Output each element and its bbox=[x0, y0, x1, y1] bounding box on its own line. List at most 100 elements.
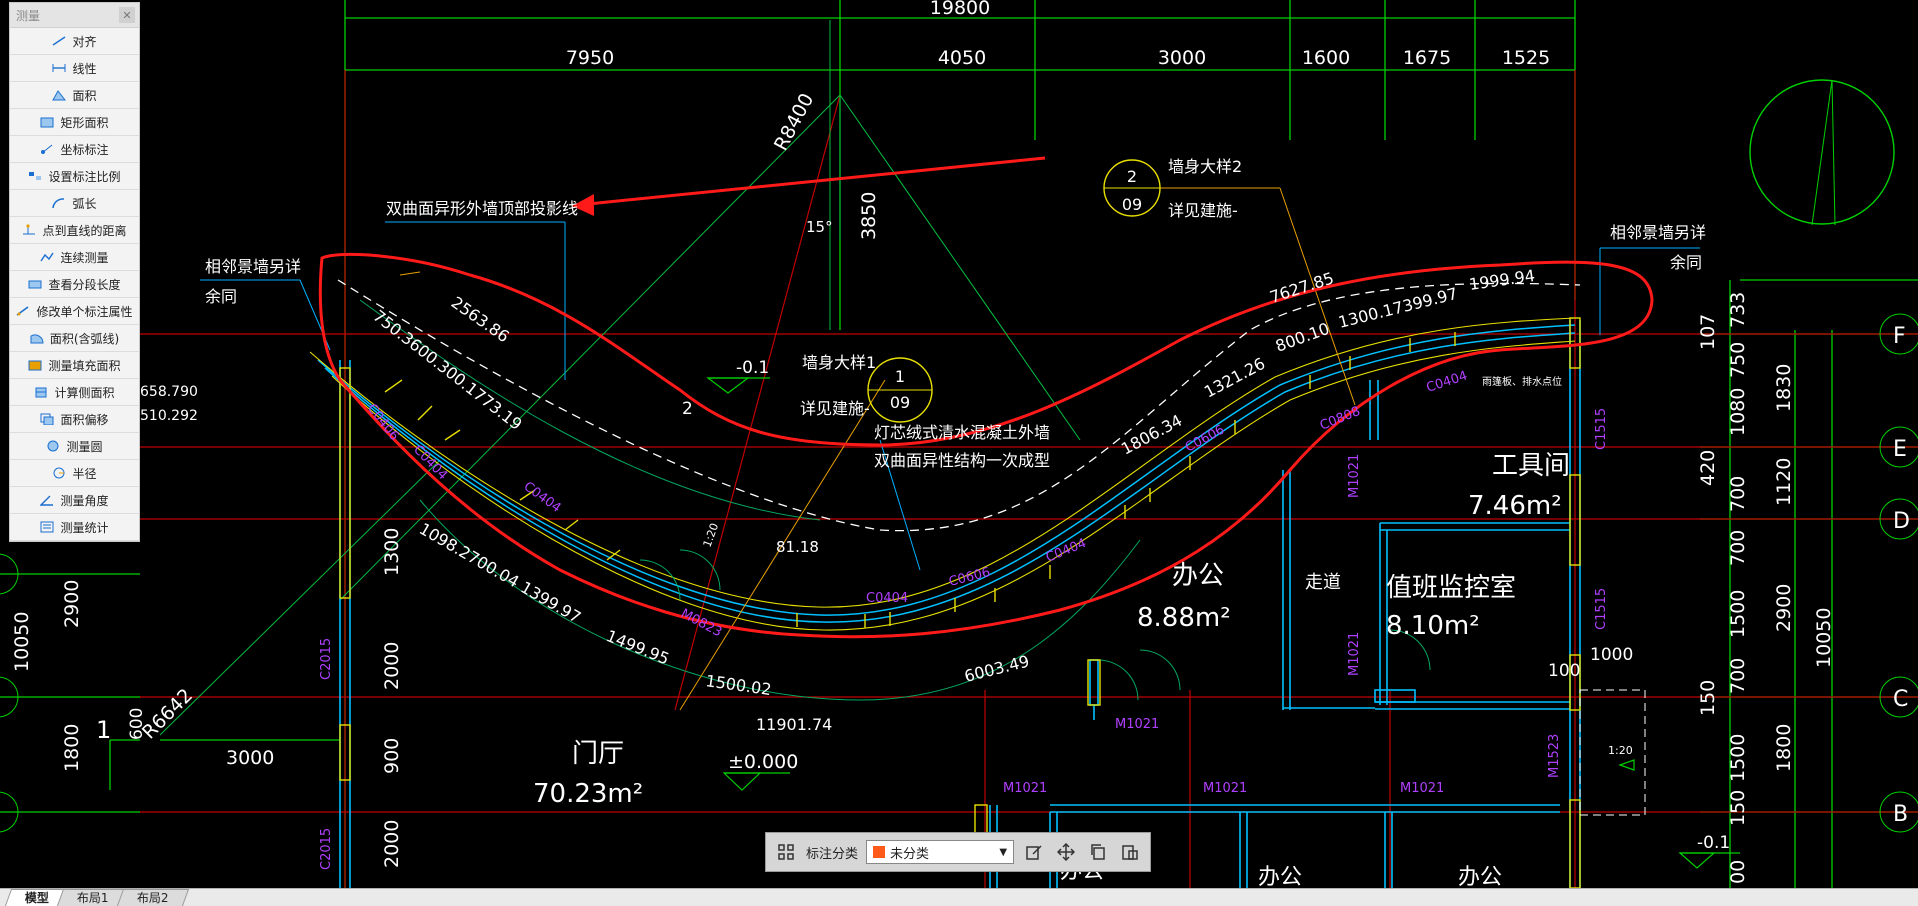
neighbor-right-1: 相邻景墙另详 bbox=[1610, 223, 1706, 242]
right-dim-a: 1080 bbox=[1727, 388, 1749, 436]
right-dim-b: 1800 bbox=[1773, 724, 1795, 772]
room-monitor-name: 值班监控室 bbox=[1386, 573, 1516, 603]
wall-detail-2-title: 墙身大样2 bbox=[1168, 157, 1242, 176]
copy-icon[interactable] bbox=[1086, 840, 1110, 864]
close-icon[interactable]: ✕ bbox=[119, 7, 135, 23]
arc-length-icon bbox=[52, 197, 66, 209]
measure-panel: 测量 ✕ 对齐线性面积矩形面积坐标标注设置标注比例弧长点到直线的距离连续测量查看… bbox=[9, 2, 140, 542]
columns bbox=[339, 317, 1581, 888]
window-tag: C2015 bbox=[319, 638, 334, 680]
room-corridor-name: 走道 bbox=[1305, 572, 1341, 593]
room-lobby-area: 70.23m² bbox=[533, 779, 643, 809]
measure-tool-coordinate[interactable]: 坐标标注 bbox=[10, 136, 139, 163]
category-select[interactable]: 未分类 ▼ bbox=[866, 840, 1015, 864]
measure-tool-side-area[interactable]: 计算侧面积 bbox=[10, 379, 139, 406]
door-swings bbox=[639, 549, 1431, 701]
chevron-down-icon: ▼ bbox=[999, 846, 1008, 858]
measure-tool-arc-area[interactable]: 面积(含弧线) bbox=[10, 325, 139, 352]
red-markup-outline bbox=[318, 252, 1654, 639]
measure-tool-label: 测量填充面积 bbox=[48, 358, 121, 373]
left-dim: 2000 bbox=[381, 642, 403, 690]
room-monitor-area: 8.10m² bbox=[1386, 611, 1480, 641]
small-label-2: 2 bbox=[682, 399, 693, 419]
curved-walls bbox=[309, 299, 1576, 701]
grid-icon[interactable] bbox=[774, 840, 798, 864]
angle-icon bbox=[40, 494, 54, 506]
measure-tool-label: 测量统计 bbox=[60, 520, 109, 535]
tab-layout2[interactable]: 布局2 bbox=[116, 889, 189, 906]
measure-tool-label: 测量角度 bbox=[60, 493, 109, 508]
measure-tool-area[interactable]: 面积 bbox=[10, 82, 139, 109]
right-dim-a: 700 bbox=[1727, 476, 1749, 512]
dim-seg-1: 7950 bbox=[566, 47, 614, 69]
neighbor-right-2: 余同 bbox=[1670, 253, 1702, 272]
point-line-icon bbox=[22, 224, 36, 236]
paste-icon[interactable] bbox=[1118, 840, 1142, 864]
room-tool-area: 7.46m² bbox=[1468, 491, 1562, 521]
detail-circles bbox=[0, 79, 1918, 833]
door-tag: M1021 bbox=[1347, 454, 1362, 498]
coord-text-1: 658.790 bbox=[140, 384, 198, 400]
measure-tool-label: 线性 bbox=[72, 61, 97, 76]
measure-tool-statistics[interactable]: 测量统计 bbox=[10, 514, 139, 541]
measure-tool-label: 半径 bbox=[72, 466, 97, 481]
right-dim-b: 733 bbox=[1727, 292, 1749, 328]
wall-detail-2-sheet: 09 bbox=[1122, 195, 1142, 214]
category-color-swatch bbox=[873, 846, 886, 858]
neighbor-left-2: 余同 bbox=[205, 287, 237, 306]
window-tag: C1515 bbox=[1594, 588, 1609, 630]
left-dim: 1300 bbox=[381, 528, 403, 576]
right-dim-a: 150 bbox=[1727, 790, 1749, 826]
measure-tool-scale[interactable]: 设置标注比例 bbox=[10, 163, 139, 190]
roof-projection-note: 双曲面异形外墙顶部投影线 bbox=[386, 199, 578, 218]
neighbor-left-1: 相邻景墙另详 bbox=[205, 257, 301, 276]
red-arrowhead bbox=[572, 194, 594, 216]
window-tag: C0404 bbox=[866, 591, 908, 606]
measure-tool-segment-length[interactable]: 查看分段长度 bbox=[10, 271, 139, 298]
right-dim-a: 700 bbox=[1727, 658, 1749, 694]
circle-measure-icon bbox=[46, 440, 60, 452]
measure-tool-edit-dimension[interactable]: 修改单个标注属性 bbox=[10, 298, 139, 325]
measure-tool-area-offset[interactable]: 面积偏移 bbox=[10, 406, 139, 433]
axis-label: E bbox=[1893, 437, 1907, 462]
room-office-c-name: 办公 bbox=[1258, 865, 1302, 888]
room-tool-name: 工具间 bbox=[1492, 451, 1570, 481]
fill-area-icon bbox=[28, 359, 42, 371]
move-icon[interactable] bbox=[1054, 840, 1078, 864]
continuous-measure-icon bbox=[40, 251, 55, 263]
measure-tool-rect-area[interactable]: 矩形面积 bbox=[10, 109, 139, 136]
measure-tool-arc-length[interactable]: 弧长 bbox=[10, 190, 139, 217]
right-dim-a: 1500 bbox=[1727, 734, 1749, 782]
layout-tab-bar: 模型 布局1 布局2 bbox=[0, 888, 1918, 906]
measure-tool-label: 查看分段长度 bbox=[48, 277, 121, 292]
right-dim-a: 107 bbox=[1697, 314, 1719, 350]
wall-detail-2-num: 2 bbox=[1127, 167, 1137, 186]
measure-tool-label: 修改单个标注属性 bbox=[36, 304, 133, 319]
structure-note-1: 灯芯绒式清水混凝土外墙 bbox=[874, 423, 1050, 442]
dashed-detail-box bbox=[1579, 689, 1646, 816]
level-mark-1: -0.1 bbox=[736, 358, 769, 378]
wall-detail-1-ref: 详见建施- bbox=[800, 399, 870, 418]
measure-tool-circle-measure[interactable]: 测量圆 bbox=[10, 433, 139, 460]
measure-tool-linear-measure[interactable]: 线性 bbox=[10, 55, 139, 82]
window-tag: C1515 bbox=[1594, 408, 1609, 450]
coordinate-icon bbox=[40, 143, 54, 155]
roof-projection-line bbox=[337, 279, 1581, 532]
room-office-area: 8.88m² bbox=[1137, 603, 1231, 633]
radius-lines bbox=[159, 20, 1081, 736]
measure-tool-align-measure[interactable]: 对齐 bbox=[10, 28, 139, 55]
measure-tool-label: 面积(含弧线) bbox=[49, 331, 120, 346]
measure-tool-point-line[interactable]: 点到直线的距离 bbox=[10, 217, 139, 244]
edit-icon[interactable] bbox=[1022, 840, 1046, 864]
dim-100: 100 bbox=[1548, 661, 1580, 681]
measure-tool-continuous-measure[interactable]: 连续测量 bbox=[10, 244, 139, 271]
segment-length-icon bbox=[28, 278, 42, 290]
left-dim: 900 bbox=[381, 738, 403, 774]
dim-seg-6: 1525 bbox=[1502, 47, 1550, 69]
room-lobby-name: 门厅 bbox=[572, 739, 624, 769]
measure-tool-angle[interactable]: 测量角度 bbox=[10, 487, 139, 514]
measure-tool-radius[interactable]: 半径 bbox=[10, 460, 139, 487]
edit-dimension-icon bbox=[16, 305, 30, 317]
measure-tool-fill-area[interactable]: 测量填充面积 bbox=[10, 352, 139, 379]
